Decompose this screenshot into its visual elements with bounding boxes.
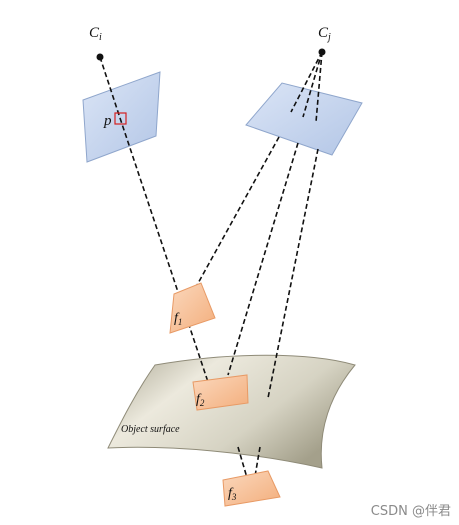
ray-ci-to-p <box>99 56 121 119</box>
object-surface-label: Object surface <box>121 424 180 435</box>
ray-cj-to-f3 <box>267 148 319 399</box>
watermark: CSDN @伴君 <box>370 504 451 519</box>
ray-p-to-f2 <box>119 117 209 383</box>
patch-f2-label: f2 <box>196 392 205 408</box>
image-plane-j <box>245 82 363 156</box>
patch-f1 <box>169 282 216 334</box>
ray-cj-c <box>315 51 323 123</box>
patch-f3-label: f3 <box>228 486 237 502</box>
ray-cj-to-f2 <box>227 142 299 376</box>
ray-cj-to-f1 <box>185 136 280 306</box>
camera-i-label: Ci <box>89 25 102 43</box>
camera-center-j <box>318 48 326 56</box>
image-plane-i <box>82 71 161 163</box>
pixel-label: p <box>103 113 112 129</box>
pixel-box <box>114 112 127 125</box>
ray-cj-a <box>290 51 323 113</box>
camera-j-label: Cj <box>318 25 331 43</box>
object-surface <box>107 354 356 469</box>
ray-cj-b <box>302 51 323 118</box>
patch-f2 <box>192 374 249 411</box>
patch-f3 <box>222 470 281 507</box>
camera-center-i <box>96 53 104 61</box>
patch-f1-label: f1 <box>174 311 182 327</box>
